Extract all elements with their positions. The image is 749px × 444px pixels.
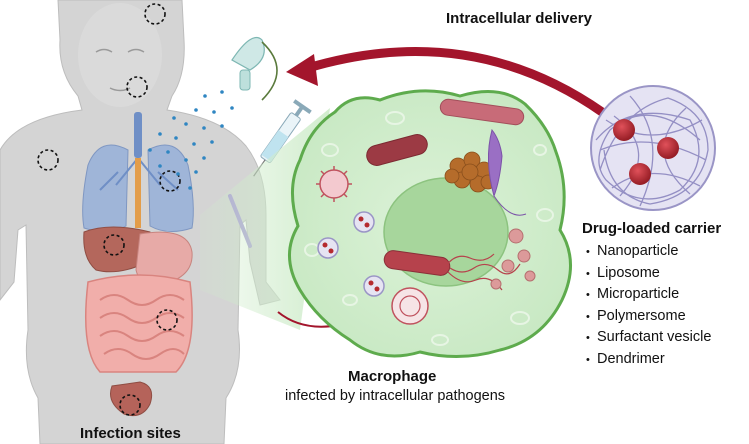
carrier-type-item: Polymersome <box>586 306 711 328</box>
parasite-tail <box>493 195 527 216</box>
macrophage-title: Macrophage <box>348 368 437 385</box>
virus-icon <box>391 287 429 325</box>
carrier-title: Drug-loaded carrier <box>582 220 722 237</box>
infection-site-marker-icon <box>37 3 181 416</box>
carrier-type-item: Dendrimer <box>586 349 711 371</box>
bacterium-icon <box>366 134 428 166</box>
intestine-icon <box>84 274 193 373</box>
liver-icon <box>83 226 151 273</box>
delivery-arrow-icon <box>303 47 607 117</box>
nanoparticle-carrier-icon <box>590 85 716 211</box>
virus-icon <box>316 166 352 202</box>
syringe-icon <box>253 99 312 177</box>
fungus-icon <box>444 151 496 193</box>
bacterium-icon <box>439 98 525 126</box>
parasite-cluster <box>490 228 536 290</box>
carrier-type-item: Microparticle <box>586 284 711 306</box>
infection-sites-label: Infection sites <box>80 425 181 442</box>
bacterium-icon <box>383 250 451 276</box>
delivery-label: Intracellular delivery <box>446 10 592 27</box>
internalized-carriers <box>317 211 385 297</box>
carrier-type-item: Nanoparticle <box>586 241 711 263</box>
parasite-icon <box>487 128 503 198</box>
macrophage-subtitle: infected by intracellular pathogens <box>285 388 506 404</box>
carrier-type-list: Nanoparticle Liposome Microparticle Poly… <box>586 241 711 370</box>
carrier-type-item: Liposome <box>586 263 711 285</box>
nebulizer-mask-icon <box>231 36 278 101</box>
carrier-type-item: Surfactant vesicle <box>586 327 711 349</box>
aerosol-particles <box>148 90 234 190</box>
delivery-arrow-head <box>286 54 318 86</box>
